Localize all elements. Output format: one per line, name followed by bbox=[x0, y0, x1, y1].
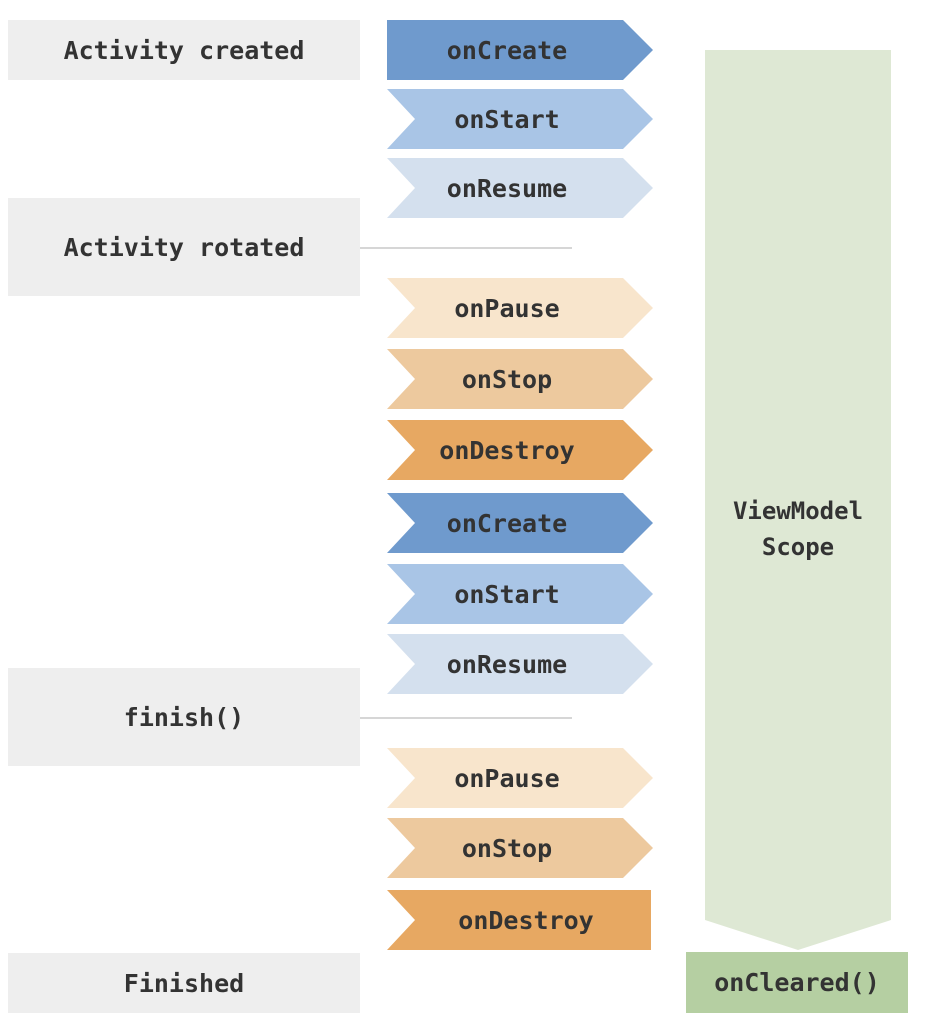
lifecycle-arrow-ondestroy-1: onDestroy bbox=[387, 420, 653, 480]
divider-line-rotated bbox=[360, 247, 572, 249]
lifecycle-arrow-onstart-1: onStart bbox=[387, 89, 653, 149]
lifecycle-arrow-onresume-1: onResume bbox=[387, 158, 653, 218]
viewmodel-scope-label: ViewModel Scope bbox=[705, 493, 891, 565]
stage-label-activity-rotated: Activity rotated bbox=[8, 198, 360, 296]
lifecycle-arrow-ondestroy-2: onDestroy bbox=[387, 890, 651, 950]
lifecycle-arrow-onstart-2: onStart bbox=[387, 564, 653, 624]
lifecycle-arrow-label: onStop bbox=[461, 833, 553, 863]
lifecycle-arrow-label: onStart bbox=[454, 579, 560, 609]
stage-label-finish: finish() bbox=[8, 668, 360, 766]
lifecycle-arrow-onpause-1: onPause bbox=[387, 278, 653, 338]
lifecycle-arrow-label: onResume bbox=[446, 649, 568, 679]
viewmodel-scope-label-line1: ViewModel bbox=[732, 497, 864, 525]
oncleared-label: onCleared() bbox=[714, 968, 880, 997]
lifecycle-arrow-label: onDestroy bbox=[458, 905, 594, 935]
oncleared-box: onCleared() bbox=[686, 952, 908, 1013]
viewmodel-scope-arrow bbox=[705, 50, 891, 950]
lifecycle-arrow-label: onPause bbox=[454, 293, 560, 323]
lifecycle-arrow-label: onPause bbox=[454, 763, 560, 793]
lifecycle-arrow-label: onResume bbox=[446, 173, 568, 203]
lifecycle-arrow-label: onStop bbox=[461, 364, 553, 394]
divider-line-finish bbox=[360, 717, 572, 719]
lifecycle-arrow-label: onDestroy bbox=[439, 435, 575, 465]
lifecycle-arrow-label: onStart bbox=[454, 104, 560, 134]
lifecycle-arrow-onstop-1: onStop bbox=[387, 349, 653, 409]
lifecycle-arrow-oncreate-1: onCreate bbox=[387, 20, 653, 80]
stage-label-activity-created: Activity created bbox=[8, 20, 360, 80]
lifecycle-arrow-onstop-2: onStop bbox=[387, 818, 653, 878]
lifecycle-arrow-label: onCreate bbox=[446, 508, 568, 538]
lifecycle-arrow-label: onCreate bbox=[446, 35, 568, 65]
lifecycle-arrow-onpause-2: onPause bbox=[387, 748, 653, 808]
stage-label-finished: Finished bbox=[8, 953, 360, 1013]
lifecycle-arrow-oncreate-2: onCreate bbox=[387, 493, 653, 553]
lifecycle-arrow-onresume-2: onResume bbox=[387, 634, 653, 694]
viewmodel-scope-label-line2: Scope bbox=[761, 533, 835, 561]
